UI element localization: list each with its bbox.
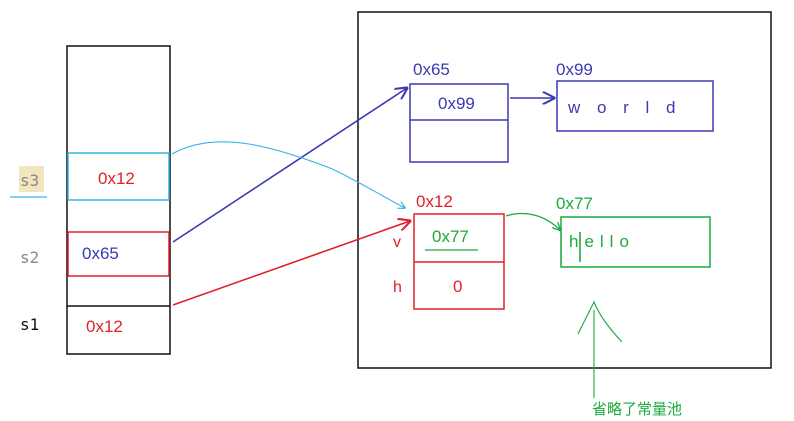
arrow-s3-to-obj12 — [171, 141, 405, 208]
obj-12-field-h-label: h — [393, 279, 402, 296]
obj-12-field-v-label: v — [393, 234, 401, 251]
stack-frame — [66, 45, 171, 355]
stack-cell-s3 — [67, 152, 170, 201]
obj-12-field-v-value: 0x77 — [432, 227, 469, 246]
obj-65-address: 0x65 — [413, 60, 450, 79]
str-99-address: 0x99 — [556, 60, 593, 79]
stack-cell-s3-value: 0x12 — [98, 169, 135, 188]
obj-65-box — [409, 83, 509, 163]
str-77-box — [560, 216, 711, 268]
heap-frame — [357, 11, 772, 369]
annotation-arrow-head — [577, 300, 623, 343]
s3-label-highlight — [19, 166, 44, 192]
arrow-objv-to-str77 — [505, 212, 560, 230]
stack-label-s2: s2 — [20, 248, 39, 267]
stack-cell-s1-value: 0x12 — [86, 317, 123, 336]
str-77-address: 0x77 — [556, 194, 593, 213]
str-77-text: hello — [569, 232, 635, 251]
obj-65-field-value: 0x99 — [438, 94, 475, 113]
stack-cell-s2 — [67, 231, 170, 277]
str-99-text: w o r l d — [567, 98, 682, 117]
arrow-s2-to-obj65 — [172, 88, 407, 243]
arrow-s1-to-obj12 — [172, 221, 410, 306]
annotation-text: 省略了常量池 — [592, 400, 682, 418]
stack-cell-s2-value: 0x65 — [82, 244, 119, 263]
str-99-box — [556, 80, 714, 132]
obj-12-field-h-value: 0 — [453, 277, 462, 296]
obj-12-address: 0x12 — [416, 192, 453, 211]
stack-label-s3: s3 — [20, 171, 39, 190]
stack-label-s1: s1 — [20, 315, 39, 334]
